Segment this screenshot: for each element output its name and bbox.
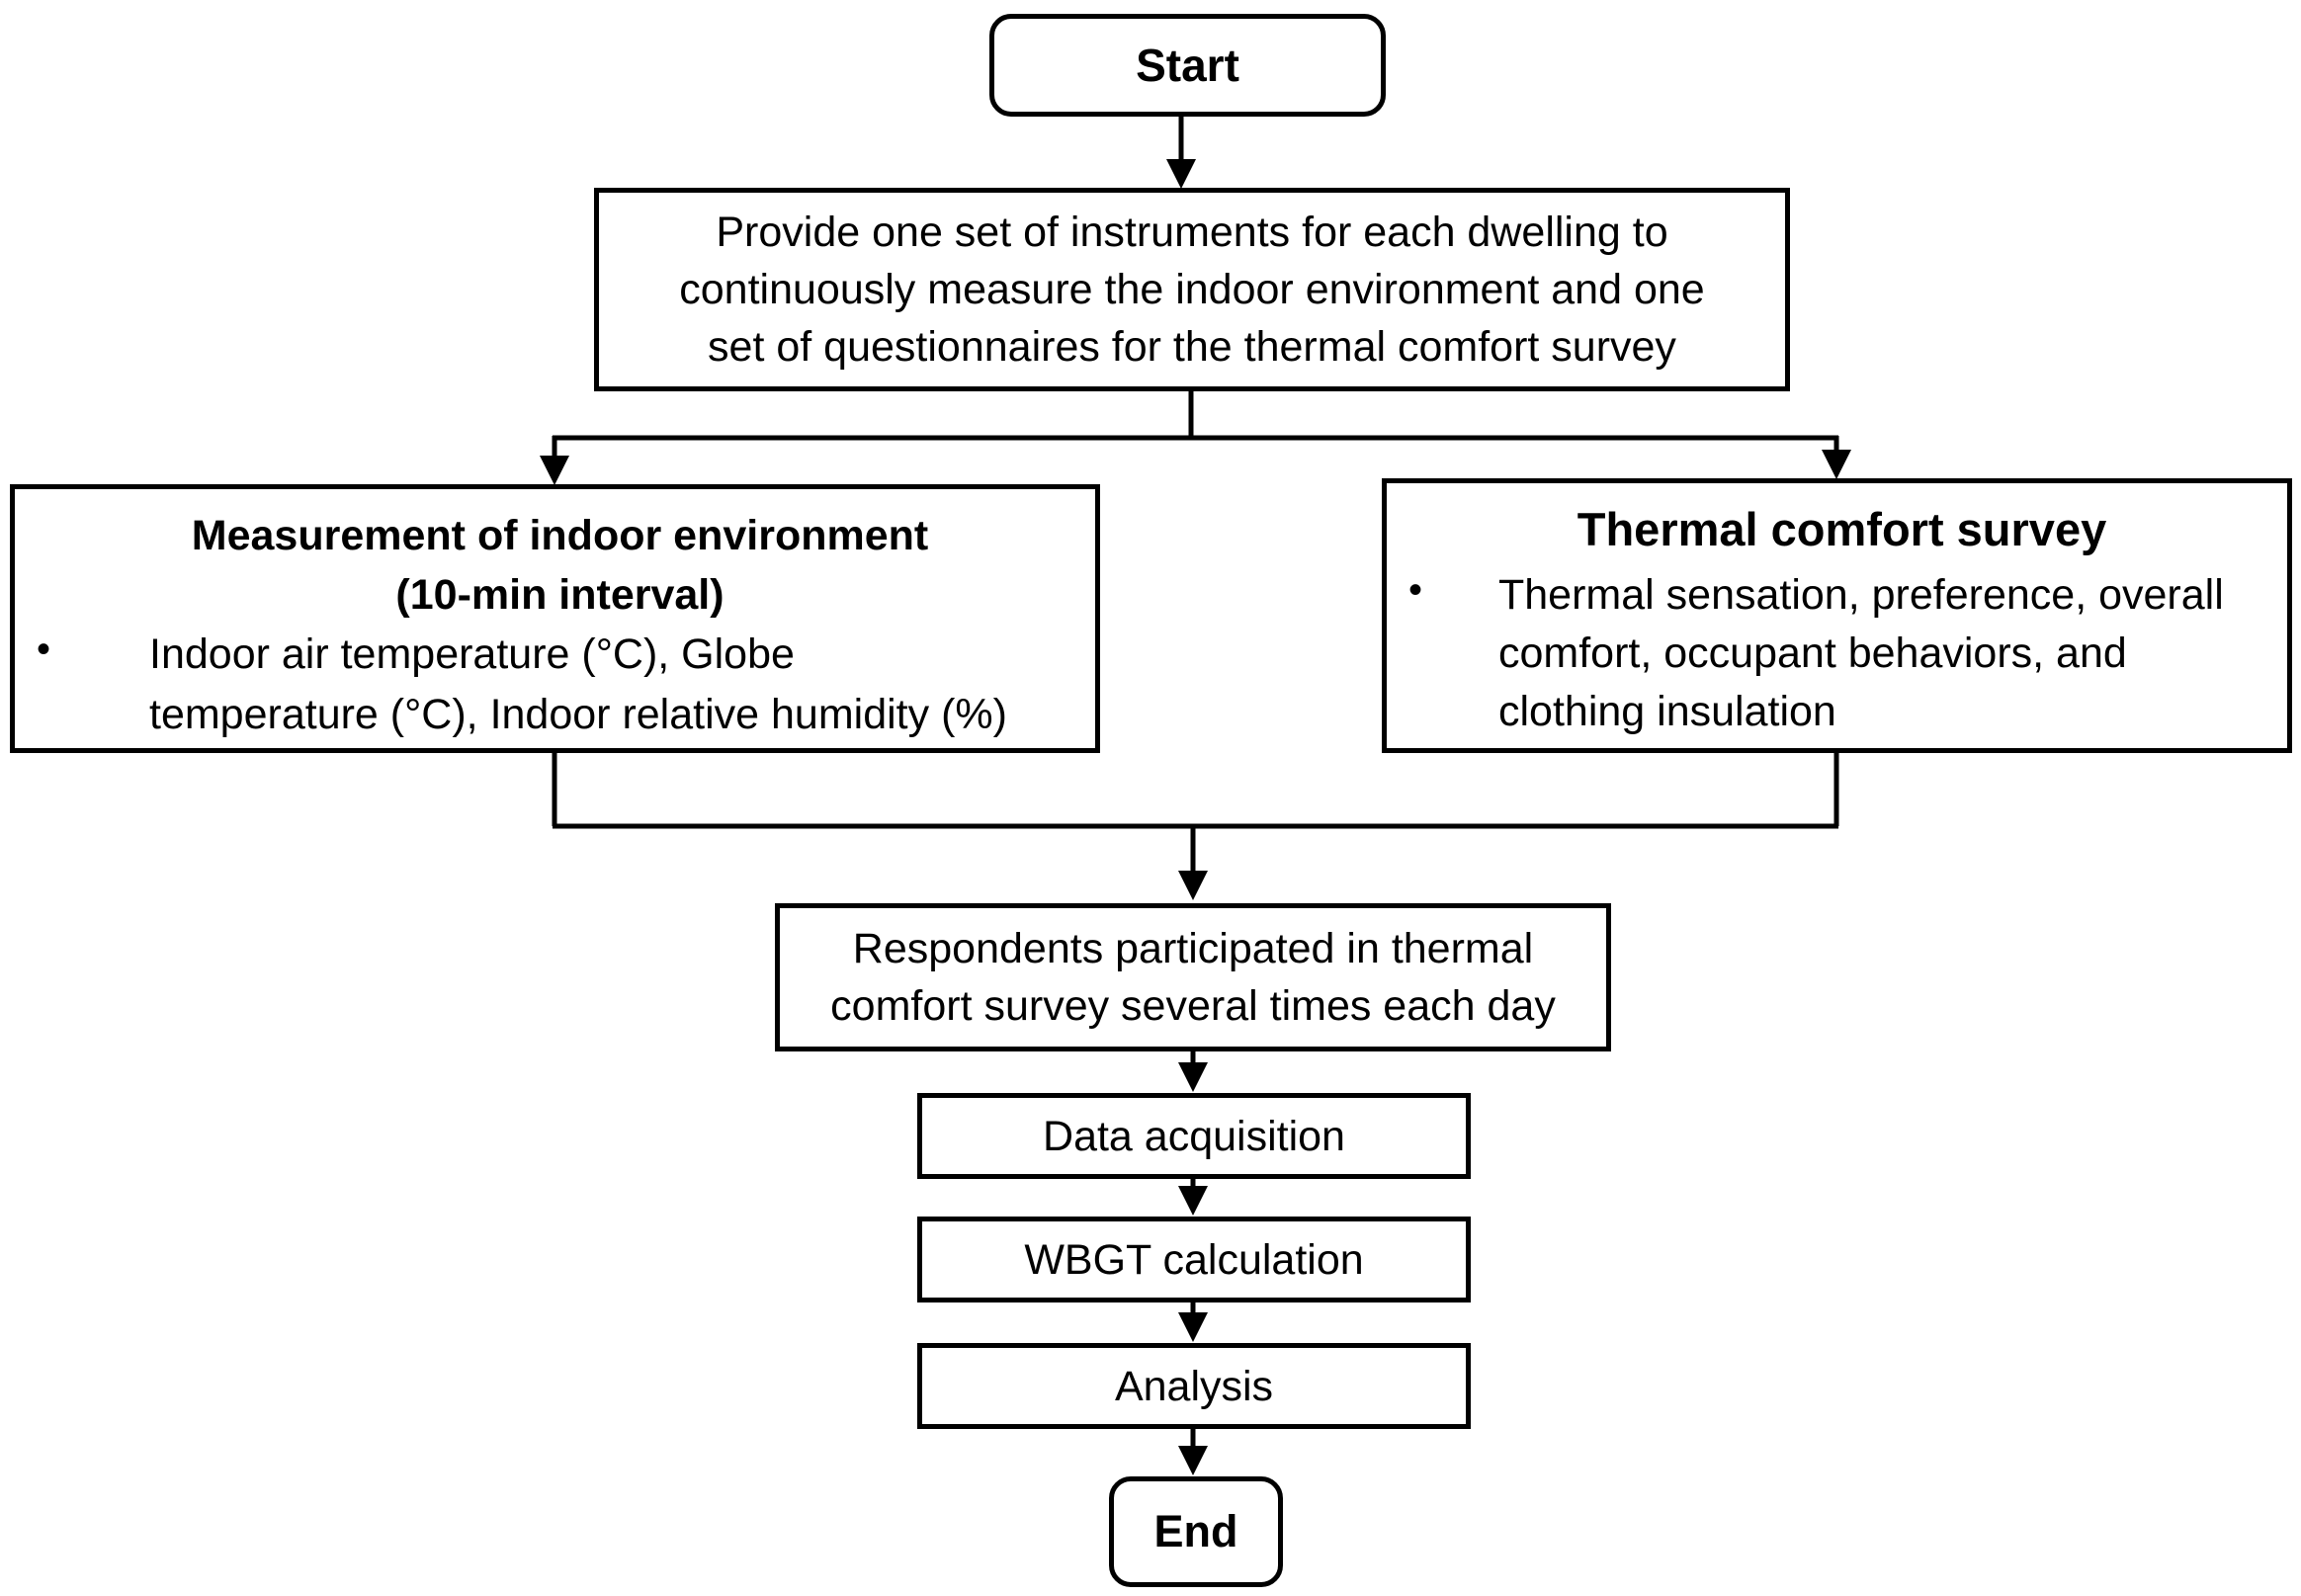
measurement-title-line-1: Measurement of indoor environment	[191, 512, 929, 559]
provide-instruments-line-3: set of questionnaires for the thermal co…	[708, 323, 1676, 371]
data-acquisition-label: Data acquisition	[1043, 1112, 1345, 1160]
measurement-title-line-2: (10-min interval)	[395, 571, 724, 619]
wbgt-calculation-box: WBGT calculation	[917, 1217, 1471, 1302]
provide-instruments-box: Provide one set of instruments for each …	[594, 188, 1790, 391]
respondents-box: Respondents participated in thermal comf…	[775, 903, 1611, 1051]
survey-bullet-line-2: comfort, occupant behaviors, and	[1498, 630, 2127, 677]
survey-box: Thermal comfort survey • Thermal sensati…	[1382, 478, 2292, 753]
respondents-line-1: Respondents participated in thermal	[852, 925, 1534, 972]
survey-bullet-line-3: clothing insulation	[1498, 688, 1836, 735]
respondents-line-2: comfort survey several times each day	[830, 982, 1556, 1030]
start-label: Start	[1136, 40, 1239, 91]
measurement-bullet: •	[37, 628, 51, 671]
provide-instruments-line-1: Provide one set of instruments for each …	[716, 209, 1668, 256]
provide-instruments-line-2: continuously measure the indoor environm…	[679, 266, 1705, 313]
survey-title: Thermal comfort survey	[1577, 503, 2107, 555]
start-node: Start	[989, 14, 1386, 117]
measurement-bullet-line-1: Indoor air temperature (°C), Globe	[149, 630, 795, 678]
survey-bullet: •	[1408, 568, 1423, 612]
analysis-label: Analysis	[1114, 1362, 1274, 1410]
analysis-box: Analysis	[917, 1343, 1471, 1429]
measurement-box: Measurement of indoor environment (10-mi…	[10, 484, 1100, 753]
end-label: End	[1153, 1506, 1238, 1556]
survey-bullet-line-1: Thermal sensation, preference, overall	[1498, 571, 2224, 619]
data-acquisition-box: Data acquisition	[917, 1093, 1471, 1179]
wbgt-calculation-label: WBGT calculation	[1024, 1235, 1364, 1284]
measurement-bullet-line-2: temperature (°C), Indoor relative humidi…	[149, 691, 1007, 738]
end-node: End	[1109, 1476, 1283, 1587]
